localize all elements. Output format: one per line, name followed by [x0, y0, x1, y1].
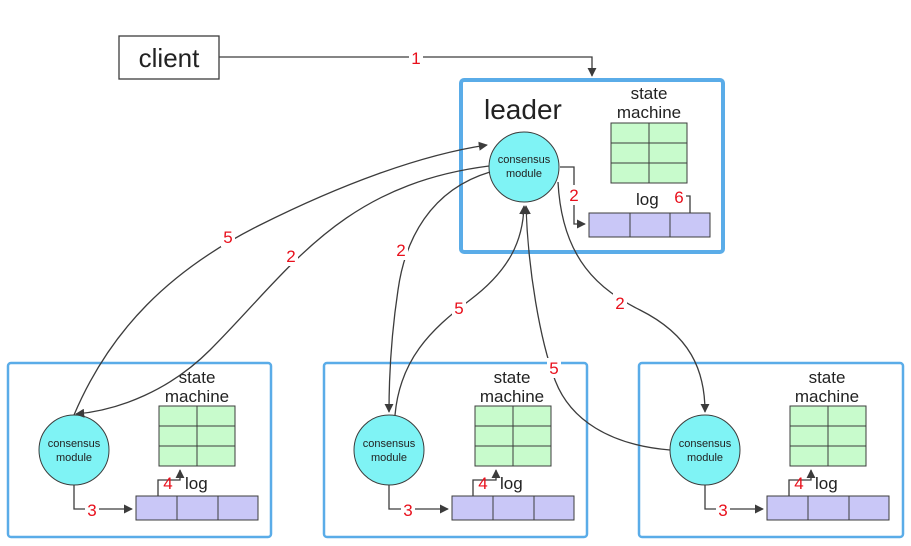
ack-right-arrow [521, 205, 671, 451]
client-box: client [118, 35, 220, 80]
step-5-ack-middle-label: 5 [454, 299, 463, 318]
leader-title: leader [484, 94, 562, 125]
follower-right-log-label: log [815, 474, 838, 493]
ack-left-arrow [73, 141, 488, 416]
follower-middle-state-machine [474, 405, 552, 467]
follower-right-apply-arrow [788, 469, 816, 496]
follower-left-log-label: log [185, 474, 208, 493]
leader-state-machine-label-line2: machine [617, 103, 681, 122]
follower-middle-state-machine-label-line1: state [494, 368, 531, 387]
step-2-replicate-left-label: 2 [286, 247, 295, 266]
follower-right-append-arrow [704, 485, 764, 514]
step-6-label: 6 [674, 188, 683, 207]
ack-middle-arrow [394, 205, 529, 416]
follower-left-log [135, 495, 259, 521]
leader-log [588, 212, 711, 238]
step-3-middle-label: 3 [403, 501, 412, 520]
step-5-ack-right-label: 5 [549, 359, 558, 378]
follower-left-state-machine [158, 405, 236, 467]
step-5-ack-left-label: 5 [223, 228, 232, 247]
follower-middle-log-label: log [500, 474, 523, 493]
follower-middle-log [451, 495, 575, 521]
follower-node-right: state machine consensus module log [637, 361, 905, 539]
follower-left-consensus-label-line2: module [56, 452, 92, 464]
follower-right-consensus-label-line2: module [687, 452, 723, 464]
leader-consensus-label-line2: module [506, 168, 542, 180]
client-label: client [139, 43, 200, 73]
follower-middle-consensus-label-line1: consensus [363, 438, 416, 450]
follower-middle-apply-arrow [472, 469, 501, 496]
leader-consensus-label-line1: consensus [498, 154, 551, 166]
follower-middle-append-arrow [388, 485, 449, 514]
step-1-label: 1 [411, 49, 420, 68]
follower-left-apply-arrow [157, 469, 185, 496]
follower-right-consensus-label-line1: consensus [679, 438, 732, 450]
step-3-left-label: 3 [87, 501, 96, 520]
replicate-left-arrow [75, 165, 490, 418]
client-request-arrow [219, 56, 597, 77]
step-4-middle-label: 4 [478, 474, 487, 493]
leader-state-machine [610, 122, 688, 184]
follower-right-state-machine-label-line1: state [809, 368, 846, 387]
follower-middle-consensus-label-line2: module [371, 452, 407, 464]
follower-left-state-machine-label-line1: state [179, 368, 216, 387]
step-4-left-label: 4 [163, 474, 172, 493]
replicate-middle-arrow [384, 171, 491, 413]
follower-left-consensus-label-line1: consensus [48, 438, 101, 450]
leader-state-machine-label-line1: state [631, 84, 668, 103]
leader-node: leader state machine consensus module lo… [459, 78, 725, 254]
follower-right-log [766, 495, 890, 521]
follower-right-consensus-module [669, 414, 741, 486]
follower-middle-consensus-module [353, 414, 425, 486]
step-2-leader-append-label: 2 [569, 186, 578, 205]
step-labels: 1 2 6 5 2 2 5 2 5 3 3 3 4 4 4 [85, 47, 804, 520]
follower-left-consensus-module [38, 414, 110, 486]
replicate-right-arrow [557, 181, 710, 413]
follower-left-state-machine-label-line2: machine [165, 387, 229, 406]
follower-right-state-machine-label-line2: machine [795, 387, 859, 406]
follower-middle-state-machine-label-line2: machine [480, 387, 544, 406]
follower-node-left: state machine consensus module log [6, 361, 273, 539]
step-4-right-label: 4 [794, 474, 803, 493]
step-2-replicate-right-label: 2 [615, 294, 624, 313]
step-3-right-label: 3 [718, 501, 727, 520]
follower-right-state-machine [789, 405, 867, 467]
follower-node-middle: state machine consensus module log [322, 361, 589, 539]
leader-consensus-module [488, 131, 560, 203]
follower-left-append-arrow [73, 485, 133, 514]
step-2-replicate-middle-label: 2 [396, 241, 405, 260]
leader-log-label: log [636, 190, 659, 209]
